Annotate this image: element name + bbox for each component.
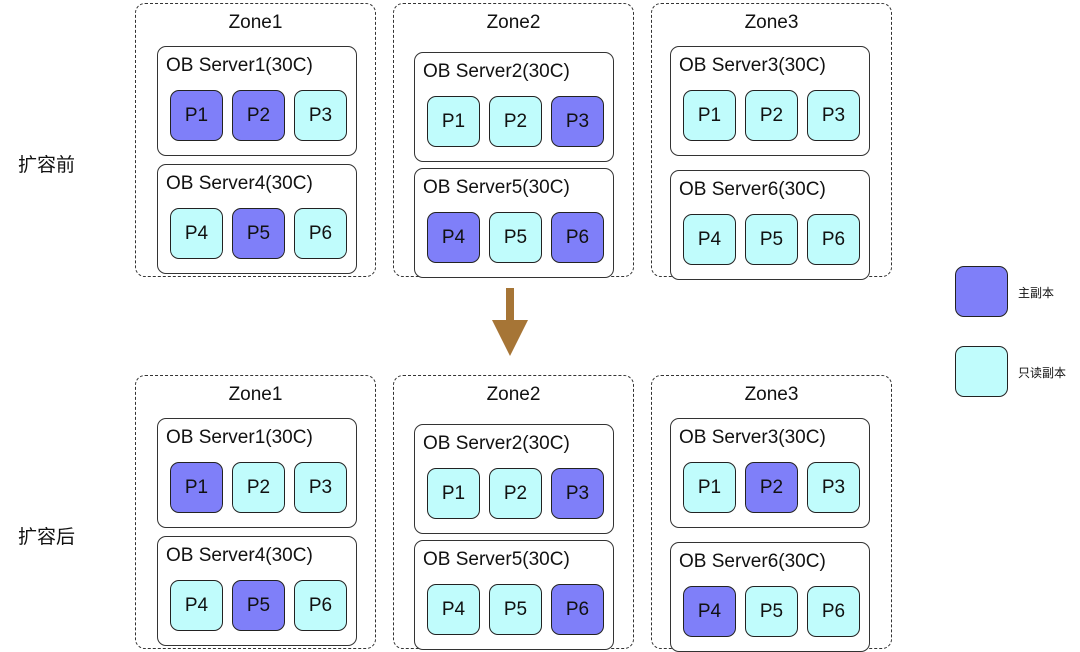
ob-server-title: OB Server2(30C) xyxy=(423,433,570,454)
ob-server-title: OB Server4(30C) xyxy=(166,545,313,566)
legend-label-follower: 只读副本 xyxy=(1018,366,1067,380)
partition-p3-follower: P3 xyxy=(807,90,860,141)
ob-server-title: OB Server1(30C) xyxy=(166,427,313,448)
ob-server-title: OB Server3(30C) xyxy=(679,55,826,76)
partition-p5-leader: P5 xyxy=(232,580,285,631)
partition-p5-follower: P5 xyxy=(745,586,798,637)
partition-p5-follower: P5 xyxy=(489,584,542,635)
ob-server-title: OB Server4(30C) xyxy=(166,173,313,194)
down-arrow-icon xyxy=(492,288,528,356)
partition-p2-leader: P2 xyxy=(232,90,285,141)
zone-title: Zone1 xyxy=(228,12,283,33)
partition-p5-leader: P5 xyxy=(232,208,285,259)
partition-p6-follower: P6 xyxy=(807,586,860,637)
zone-title: Zone2 xyxy=(486,384,541,405)
ob-server-title: OB Server5(30C) xyxy=(423,177,570,198)
partition-p3-leader: P3 xyxy=(551,96,604,147)
partition-p5-follower: P5 xyxy=(745,214,798,265)
partition-p3-follower: P3 xyxy=(294,90,347,141)
ob-server-title: OB Server5(30C) xyxy=(423,549,570,570)
partition-p6-follower: P6 xyxy=(294,208,347,259)
partition-p4-follower: P4 xyxy=(170,208,223,259)
partition-p6-leader: P6 xyxy=(551,584,604,635)
partition-p2-follower: P2 xyxy=(232,462,285,513)
ob-server-title: OB Server2(30C) xyxy=(423,61,570,82)
partition-p1-leader: P1 xyxy=(170,462,223,513)
partition-p1-follower: P1 xyxy=(683,90,736,141)
partition-p5-follower: P5 xyxy=(489,212,542,263)
partition-p2-follower: P2 xyxy=(489,468,542,519)
phase-label-before: 扩容前 xyxy=(18,154,76,176)
partition-p3-leader: P3 xyxy=(551,468,604,519)
zone-title: Zone3 xyxy=(744,384,799,405)
partition-p2-follower: P2 xyxy=(745,90,798,141)
partition-p4-follower: P4 xyxy=(427,584,480,635)
legend-swatch-follower xyxy=(955,346,1008,397)
partition-p4-follower: P4 xyxy=(683,214,736,265)
zone-title: Zone1 xyxy=(228,384,283,405)
partition-p1-follower: P1 xyxy=(427,468,480,519)
partition-p1-follower: P1 xyxy=(427,96,480,147)
legend-label-leader: 主副本 xyxy=(1018,286,1055,300)
zone-title: Zone2 xyxy=(486,12,541,33)
partition-p3-follower: P3 xyxy=(807,462,860,513)
partition-p4-leader: P4 xyxy=(683,586,736,637)
partition-p4-leader: P4 xyxy=(427,212,480,263)
ob-server-title: OB Server6(30C) xyxy=(679,179,826,200)
ob-server-title: OB Server6(30C) xyxy=(679,551,826,572)
partition-p2-follower: P2 xyxy=(489,96,542,147)
ob-server-title: OB Server1(30C) xyxy=(166,55,313,76)
partition-p6-follower: P6 xyxy=(294,580,347,631)
partition-p2-leader: P2 xyxy=(745,462,798,513)
partition-p6-follower: P6 xyxy=(807,214,860,265)
ob-server-title: OB Server3(30C) xyxy=(679,427,826,448)
phase-label-after: 扩容后 xyxy=(18,526,76,548)
partition-p6-leader: P6 xyxy=(551,212,604,263)
partition-p4-follower: P4 xyxy=(170,580,223,631)
legend-swatch-leader xyxy=(955,266,1008,317)
zone-title: Zone3 xyxy=(744,12,799,33)
partition-p3-follower: P3 xyxy=(294,462,347,513)
partition-p1-follower: P1 xyxy=(683,462,736,513)
partition-p1-leader: P1 xyxy=(170,90,223,141)
